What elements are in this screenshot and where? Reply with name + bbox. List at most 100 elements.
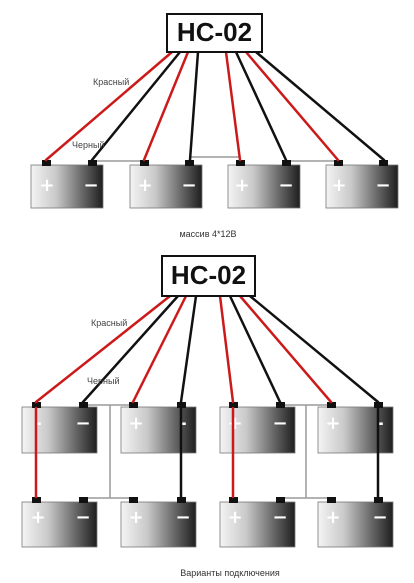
bottom-controller-label: HC-02	[171, 260, 246, 290]
bottom-battery-bottom-1-body	[21, 501, 98, 548]
bottom-red-wire-label: Красный	[91, 318, 127, 328]
bottom-battery-top-3: + −	[219, 402, 296, 454]
terminal	[177, 497, 186, 503]
top-controller-label: HC-02	[177, 17, 252, 47]
top-black-wire-1	[90, 50, 182, 162]
top-black-wire-4	[254, 50, 386, 162]
top-battery-4-body	[325, 164, 399, 209]
top-controller: HC-02	[166, 13, 263, 53]
terminal	[229, 497, 238, 503]
terminal	[79, 497, 88, 503]
bottom-battery-top-1-body	[21, 406, 98, 454]
plus-sign: +	[128, 413, 143, 434]
top-red-wire-4	[244, 50, 340, 162]
plus-sign: +	[30, 507, 45, 528]
minus-sign: −	[375, 175, 390, 196]
plus-sign: +	[137, 175, 152, 196]
terminal	[379, 160, 388, 166]
terminal	[32, 497, 41, 503]
top-link-wire-3	[285, 160, 339, 165]
bottom-link-wire-lower-right	[279, 497, 329, 502]
top-battery-1: + −	[30, 160, 104, 209]
terminal	[229, 402, 238, 408]
bottom-controller: HC-02	[161, 255, 256, 297]
bottom-battery-bottom-3: + −	[219, 497, 296, 548]
plus-sign: +	[325, 413, 340, 434]
top-red-wire-3	[224, 50, 242, 162]
top-link-wire-2	[189, 156, 241, 165]
bottom-battery-bottom-4-body	[317, 501, 394, 548]
minus-sign: -	[34, 413, 41, 434]
bottom-battery-bottom-3-body	[219, 501, 296, 548]
terminal	[42, 160, 51, 166]
bottom-battery-top-4: + -	[317, 402, 394, 454]
top-red-wire-2	[142, 50, 190, 162]
bottom-link-wire-lower-left	[82, 497, 131, 502]
terminal	[282, 160, 291, 166]
top-battery-3: + −	[227, 160, 301, 209]
minus-sign: -	[376, 413, 383, 434]
bottom-black-wire-4	[248, 294, 380, 404]
bottom-battery-top-2: + -	[120, 402, 197, 454]
plus-sign: +	[227, 507, 242, 528]
minus-sign: −	[75, 507, 90, 528]
top-battery-4: + −	[325, 160, 399, 209]
terminal	[79, 402, 88, 408]
plus-sign: +	[128, 507, 143, 528]
bottom-black-wire-3	[228, 294, 282, 404]
bottom-battery-bottom-2: + −	[120, 497, 197, 548]
top-black-wire-label: Черный	[72, 140, 104, 150]
top-link-wires	[91, 156, 339, 165]
bottom-battery-top-1: - −	[21, 402, 98, 454]
terminal	[276, 402, 285, 408]
bottom-battery-bottom-4: + −	[317, 497, 394, 548]
minus-sign: −	[83, 175, 98, 196]
bottom-red-wire-3	[218, 294, 235, 404]
bottom-red-wire-4	[238, 294, 333, 404]
terminal	[374, 497, 383, 503]
top-black-wire-2	[188, 50, 200, 162]
top-controller-wires	[44, 50, 386, 162]
top-black-wire-3	[234, 50, 288, 162]
terminal	[185, 160, 194, 166]
bottom-black-wire-label: Черный	[87, 376, 119, 386]
plus-sign: +	[331, 175, 346, 196]
minus-sign: −	[278, 175, 293, 196]
plus-sign: +	[234, 175, 249, 196]
top-diagram: + − + − + − + −	[30, 13, 399, 239]
minus-sign: −	[372, 507, 387, 528]
minus-sign: −	[175, 507, 190, 528]
top-link-wire-1	[91, 160, 145, 165]
bottom-black-wire-1	[81, 294, 180, 404]
top-red-wire-label: Красный	[93, 77, 129, 87]
terminal	[334, 160, 343, 166]
terminal	[32, 402, 41, 408]
top-battery-3-body	[227, 164, 301, 209]
top-red-wire-1	[44, 50, 174, 162]
bottom-controller-wires	[34, 294, 380, 499]
minus-sign: -	[179, 413, 186, 434]
plus-sign: +	[325, 507, 340, 528]
terminal	[129, 497, 138, 503]
terminal	[327, 497, 336, 503]
terminal	[140, 160, 149, 166]
terminal	[236, 160, 245, 166]
minus-sign: −	[272, 507, 287, 528]
bottom-black-wire-2	[179, 294, 198, 404]
bottom-battery-top-4-body	[317, 406, 394, 454]
bottom-controller-box	[161, 255, 256, 297]
plus-sign: +	[227, 413, 242, 434]
plus-sign: +	[39, 175, 54, 196]
top-controller-box	[166, 13, 263, 53]
terminal	[374, 402, 383, 408]
bottom-battery-top-2-body	[120, 406, 197, 454]
terminal	[177, 402, 186, 408]
minus-sign: −	[272, 413, 287, 434]
terminal	[327, 402, 336, 408]
bottom-battery-bottom-1: + −	[21, 497, 98, 548]
bottom-battery-bottom-2-body	[120, 501, 197, 548]
top-caption: массив 4*12В	[179, 229, 236, 239]
bottom-caption: Варианты подключения	[180, 568, 280, 578]
top-battery-1-body	[30, 164, 104, 209]
